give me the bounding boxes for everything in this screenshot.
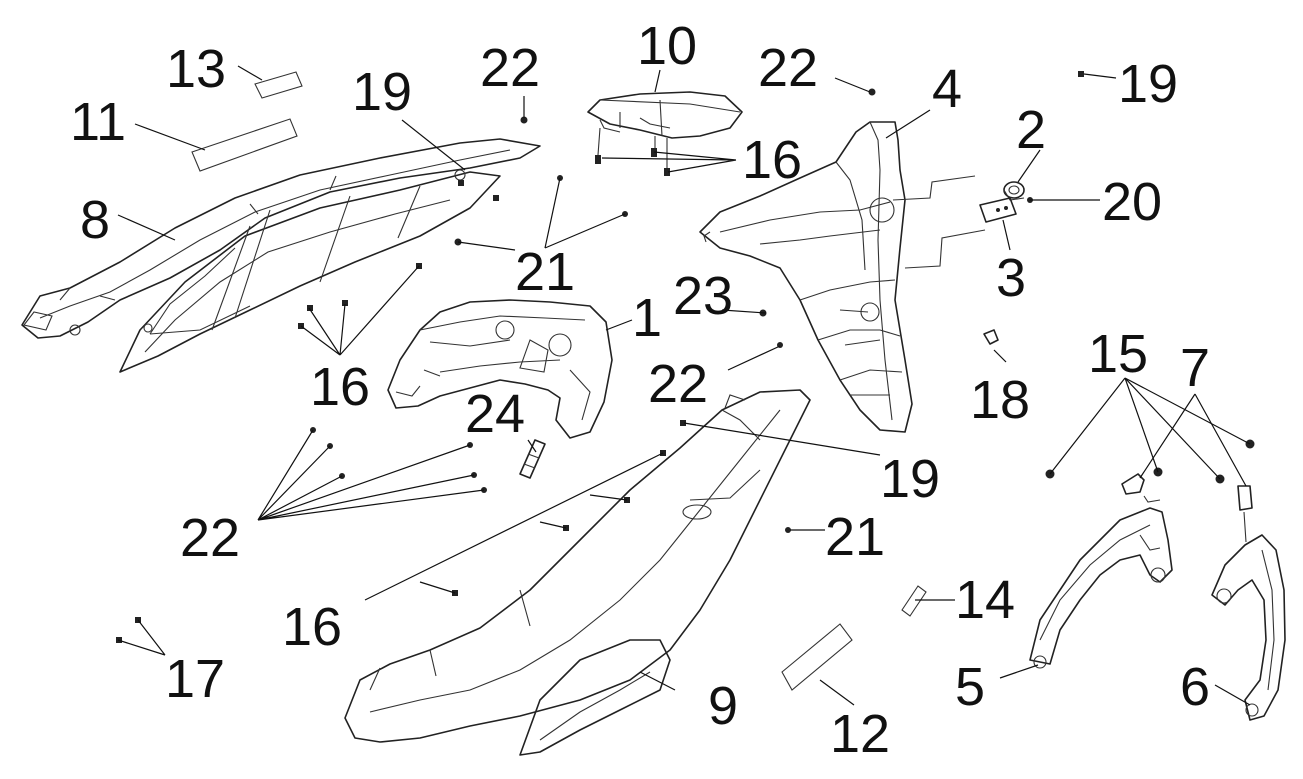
callout-16-top: 16 bbox=[742, 130, 802, 190]
wiring-lines bbox=[892, 175, 986, 269]
callout-2: 2 bbox=[1016, 100, 1046, 160]
callout-5: 5 bbox=[955, 657, 985, 717]
callout-3: 3 bbox=[996, 248, 1026, 308]
callout-22-bottom-left: 22 bbox=[180, 508, 240, 568]
callout-19-top-left: 19 bbox=[352, 62, 412, 122]
leader-lines bbox=[117, 65, 1251, 706]
part-7-clips bbox=[1121, 473, 1253, 543]
part-3-plate bbox=[979, 197, 1017, 223]
decal-11 bbox=[191, 118, 298, 172]
callout-4: 4 bbox=[932, 59, 962, 119]
part-2-knob bbox=[1003, 181, 1025, 201]
part-18-clip bbox=[983, 329, 999, 345]
callout-14: 14 bbox=[955, 570, 1015, 630]
part-5-bracket bbox=[1029, 507, 1173, 669]
callout-11: 11 bbox=[70, 92, 126, 152]
callout-1: 1 bbox=[632, 288, 662, 348]
part-9-right-side-cover bbox=[344, 389, 811, 756]
decal-12 bbox=[781, 623, 853, 691]
callout-15: 15 bbox=[1088, 324, 1148, 384]
part-24-clip bbox=[519, 439, 546, 479]
part-1-inner-bracket bbox=[387, 299, 613, 439]
callout-19-mid: 19 bbox=[880, 449, 940, 509]
callout-22-mid: 22 bbox=[648, 354, 708, 414]
callout-21-mid: 21 bbox=[515, 242, 575, 302]
part-8-left-side-cover bbox=[21, 138, 541, 373]
callout-19-top-right: 19 bbox=[1118, 54, 1178, 114]
part-6-bracket bbox=[1211, 534, 1286, 721]
callout-23: 23 bbox=[673, 266, 733, 326]
decal-13 bbox=[254, 71, 303, 99]
callout-24: 24 bbox=[465, 384, 525, 444]
callout-7: 7 bbox=[1180, 338, 1210, 398]
part-10-top-cover bbox=[587, 91, 743, 176]
callout-22-top-right: 22 bbox=[758, 38, 818, 98]
callout-22-top: 22 bbox=[480, 38, 540, 98]
decal-14 bbox=[901, 585, 927, 617]
callout-18: 18 bbox=[970, 370, 1030, 430]
callout-12: 12 bbox=[830, 704, 890, 764]
callout-20: 20 bbox=[1102, 172, 1162, 232]
callout-10: 10 bbox=[637, 16, 697, 76]
callout-16-left: 16 bbox=[310, 357, 370, 417]
callout-6: 6 bbox=[1180, 657, 1210, 717]
callout-labels: 13 11 19 8 22 10 16 22 4 19 2 20 3 21 23… bbox=[70, 16, 1210, 764]
part-4-rear-fender bbox=[699, 121, 913, 433]
callout-8: 8 bbox=[80, 190, 110, 250]
callout-13: 13 bbox=[166, 39, 226, 99]
callout-21-bottom: 21 bbox=[825, 507, 885, 567]
callout-16-bottom: 16 bbox=[282, 597, 342, 657]
callout-17: 17 bbox=[165, 649, 225, 709]
callout-9: 9 bbox=[708, 676, 738, 736]
